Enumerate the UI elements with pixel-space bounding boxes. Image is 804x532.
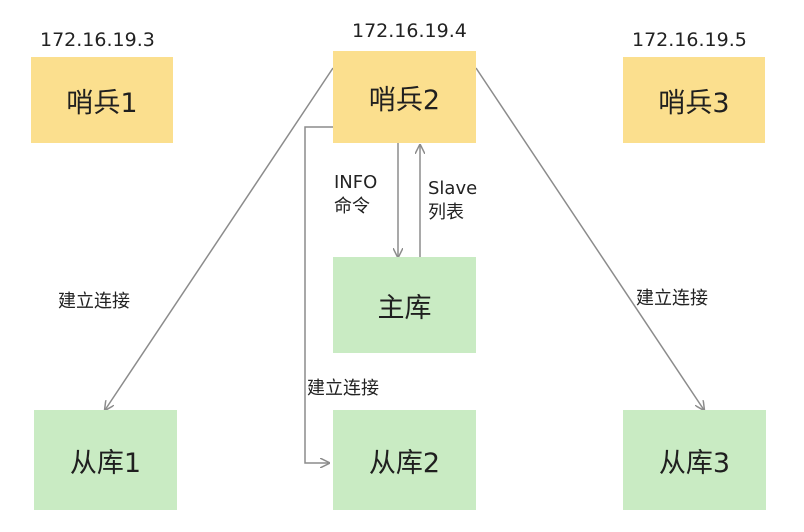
slave-line1: Slave — [428, 178, 478, 199]
replica2-label: 从库2 — [368, 447, 441, 479]
sentinel2-ip: 172.16.19.4 — [352, 20, 467, 42]
sentinel3-ip: 172.16.19.5 — [632, 29, 747, 51]
replica1-node: 从库1 — [34, 410, 177, 510]
connect-right-label: 建立连接 — [636, 288, 708, 309]
info-line2: 命令 — [334, 196, 370, 217]
info-command-label: INFO 命令 — [334, 171, 377, 219]
connect-middle-label: 建立连接 — [307, 378, 379, 399]
sentinel2-label: 哨兵2 — [368, 84, 441, 116]
sentinel3-label: 哨兵3 — [658, 87, 730, 119]
arrow-sentinel2-to-replica2 — [304, 126, 333, 463]
slave-list-label: Slave 列表 — [428, 177, 477, 225]
replica3-label: 从库3 — [658, 447, 731, 479]
sentinel1-label: 哨兵1 — [66, 87, 138, 119]
sentinel2-node: 哨兵2 — [333, 51, 476, 143]
master-node: 主库 — [333, 257, 476, 353]
replica1-label: 从库1 — [69, 447, 142, 479]
info-line1: INFO — [334, 172, 378, 193]
arrow-sentinel2-to-replica1 — [105, 67, 334, 410]
arrow-sentinel2-to-replica3 — [475, 67, 704, 410]
sentinel1-node: 哨兵1 — [31, 57, 173, 143]
master-label: 主库 — [377, 292, 432, 324]
replica3-node: 从库3 — [623, 410, 766, 510]
replica2-node: 从库2 — [333, 410, 476, 510]
slave-line2: 列表 — [428, 202, 464, 223]
sentinel3-node: 哨兵3 — [623, 57, 765, 143]
sentinel1-ip: 172.16.19.3 — [40, 29, 155, 51]
connect-left-label: 建立连接 — [58, 291, 130, 312]
